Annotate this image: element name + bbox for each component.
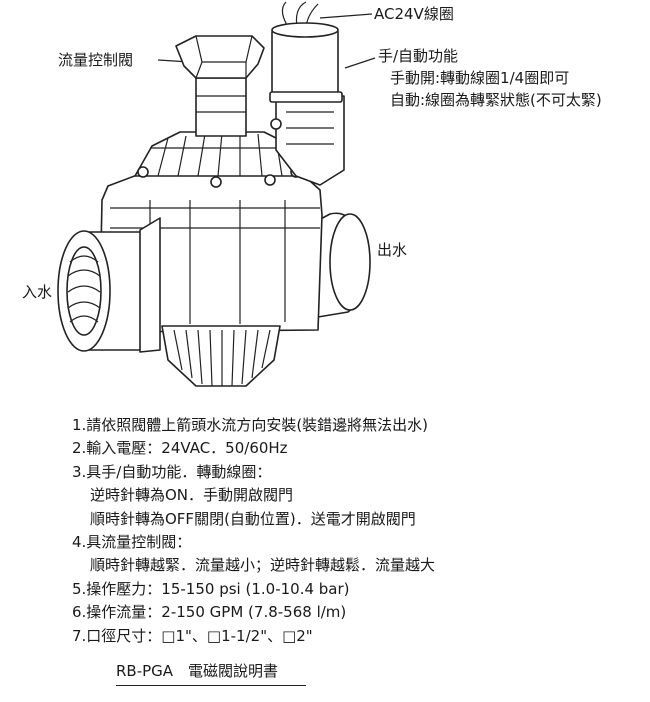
coil-leader-line [319,13,373,19]
spec-line: 1.請依照閥體上箭頭水流方向安裝(裝錯邊將無法出水) [72,416,429,434]
bonnet-bolt [264,174,276,186]
flow-control-valve-label: 流量控制閥 [58,51,134,69]
spec-line: 2.輸入電壓：24VAC．50/60Hz [72,439,288,458]
coil-label: AC24V線圈 [374,5,454,23]
water-out-label: 出水 [377,241,408,259]
spec-line: 7.口徑尺寸：□1"、□1-1/2"、□2" [72,626,313,645]
solenoid-body [275,95,345,186]
outlet-pipe-end [329,213,371,311]
solenoid-coil [271,27,339,99]
manual-open-note: 手動開:轉動線圈1/4圈即可 [390,69,570,87]
flow-control-stem [195,77,247,137]
solenoid-valve-diagram [57,1,376,387]
spec-line: 6.操作流量：2-150 GPM (7.8-568 l/m) [72,603,347,622]
bonnet-bolt [137,166,149,178]
inlet-thread-lines [67,255,101,323]
spec-list: 1.請依照閥體上箭頭水流方向安裝(裝錯邊將無法出水) 2.輸入電壓：24VAC．… [72,414,435,648]
water-in-label: 入水 [22,283,53,301]
spec-line: 3.具手/自動功能．轉動線圈： [72,462,272,481]
manual-title: RB-PGA 電磁閥說明書 [116,660,306,686]
spec-line: 逆時針轉為ON．手動開啟閥門 [90,486,294,505]
spec-line: 順時針轉越緊．流量越小；逆時針轉越鬆．流量越大 [90,556,436,575]
spec-line: 5.操作壓力：15-150 psi (1.0-10.4 bar) [72,579,350,598]
spec-line: 4.具流量控制閥： [72,532,192,551]
auto-state-note: 自動:線圈為轉緊狀態(不可太緊) [390,91,602,109]
spec-line: 順時針轉為OFF關閉(自動位置)．送電才開啟閥門 [90,509,416,528]
manual-auto-title: 手/自動功能 [378,47,459,65]
manual-auto-leader-line [344,57,376,69]
bonnet-bolt [210,176,222,188]
